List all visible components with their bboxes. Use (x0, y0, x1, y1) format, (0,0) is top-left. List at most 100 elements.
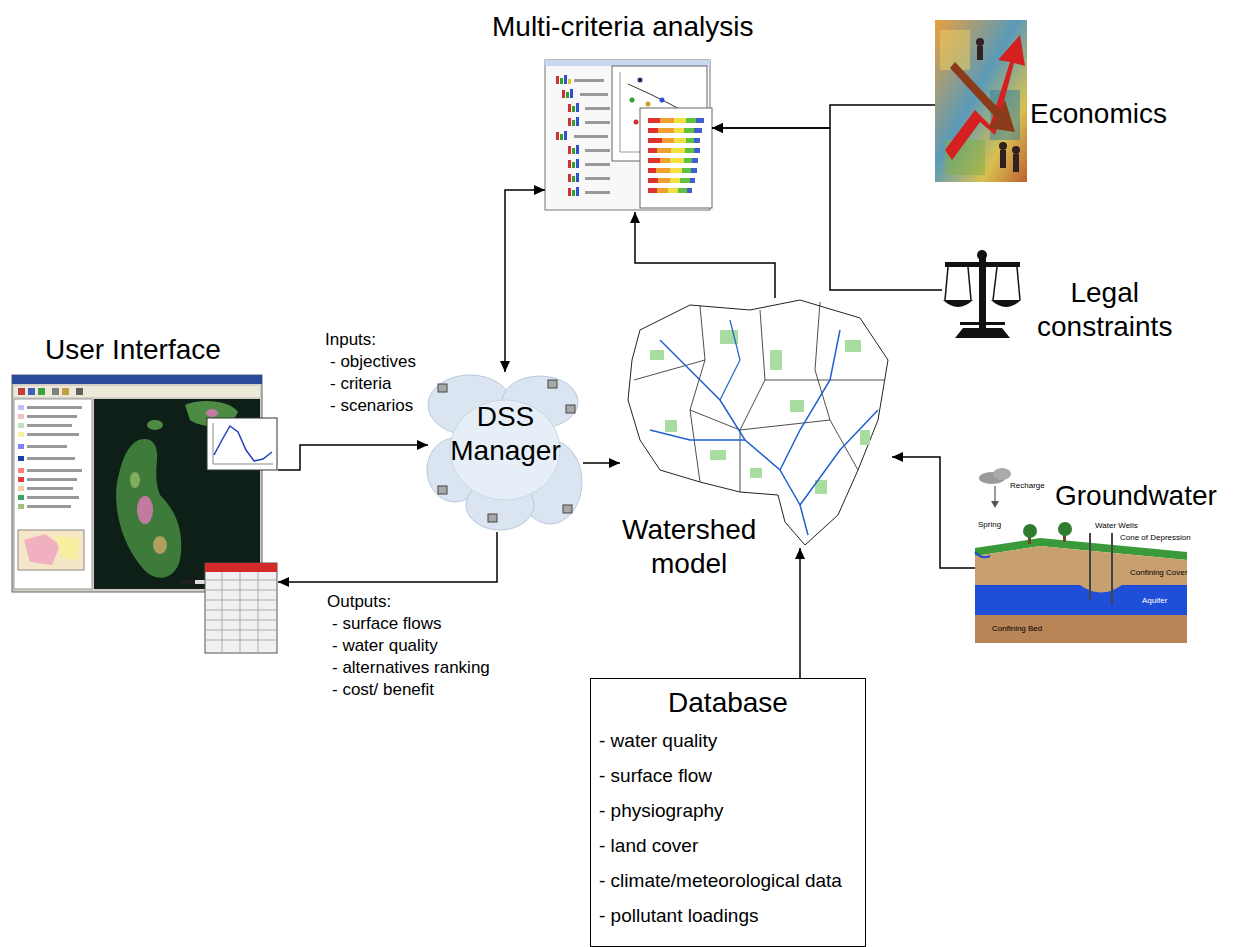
mca-screenshot (568, 146, 571, 154)
dss-cloud (450, 400, 560, 500)
groundwater-picture (1080, 585, 1122, 593)
ui-screenshot (153, 536, 167, 554)
mca-screenshot (634, 120, 639, 125)
ui-screenshot (205, 563, 277, 572)
ui-screenshot (207, 418, 277, 470)
ui-screenshot (27, 424, 72, 427)
dss-cloud (438, 384, 447, 392)
arrowhead (534, 185, 545, 195)
ui-screenshot (205, 630, 277, 631)
ui-screenshot (18, 495, 24, 500)
groundwater-picture (1058, 522, 1072, 536)
ui-screenshot (213, 423, 214, 464)
connector-line (635, 212, 775, 298)
mca-screenshot (568, 188, 571, 196)
mca-screenshot (568, 160, 571, 168)
watershed-map (780, 330, 840, 470)
arrowhead (892, 452, 903, 462)
mca-screenshot (556, 75, 610, 196)
mca-screenshot (648, 128, 658, 133)
ui-screenshot (24, 534, 60, 565)
figure-annotation: Aquifer (1142, 596, 1167, 606)
flow-annotation: - scenarios (330, 396, 413, 416)
ui-screenshot (18, 405, 24, 410)
mca-screenshot (574, 79, 604, 82)
watershed-map (790, 400, 804, 412)
ui-screenshot (180, 580, 195, 584)
figure-annotation: Cone of Depression (1120, 533, 1191, 543)
mca-screenshot (684, 158, 692, 163)
arrowhead (712, 123, 723, 133)
figure-annotation: Recharge (1010, 481, 1045, 491)
mca-screenshot (670, 158, 684, 163)
mca-screenshot (585, 121, 610, 124)
node-heading: Multi-criteria analysis (492, 10, 753, 44)
mca-screenshot (674, 138, 686, 143)
mca-screenshot (648, 118, 704, 193)
ui-screenshot (27, 496, 79, 499)
node-heading: User Interface (45, 333, 221, 367)
watershed-map (765, 380, 884, 381)
mca-screenshot (686, 138, 694, 143)
watershed-map (815, 302, 858, 470)
mca-screenshot (648, 188, 657, 193)
mca-screenshot (585, 177, 610, 180)
connector (712, 105, 935, 133)
ui-screenshot (213, 464, 273, 465)
groundwater-picture (993, 468, 1011, 480)
scales-icon (991, 300, 1021, 307)
economics-picture (976, 38, 984, 46)
mca-screenshot (545, 60, 712, 210)
ui-screenshot (27, 478, 77, 481)
mca-screenshot (572, 148, 575, 154)
list-item: - water quality (599, 723, 717, 758)
mca-screenshot (556, 132, 559, 140)
ui-screenshot (38, 388, 45, 395)
mca-screenshot (674, 128, 684, 133)
ui-screenshot (18, 414, 24, 419)
mca-screenshot (692, 158, 698, 163)
economics-picture (1012, 146, 1020, 154)
mca-screenshot (674, 118, 686, 123)
mca-screenshot (648, 118, 660, 123)
mca-screenshot (576, 117, 579, 126)
ui-screenshot (62, 388, 69, 395)
connector (712, 123, 942, 290)
ui-screenshot (14, 399, 92, 589)
mca-screenshot (576, 159, 579, 168)
watershed-map (634, 360, 705, 380)
connector-line (712, 105, 935, 128)
scales-icon (1017, 267, 1020, 300)
ui-screenshot (205, 563, 277, 653)
dss-cloud (438, 486, 447, 494)
economics-picture (945, 35, 1025, 160)
mca-screenshot (638, 78, 643, 83)
groundwater-picture (975, 585, 1187, 615)
mca-screenshot (572, 190, 575, 196)
arrowhead (630, 212, 640, 223)
mca-screenshot (568, 118, 571, 126)
ui-screenshot (12, 375, 262, 592)
mca-screenshot (670, 168, 682, 173)
mca-screenshot (585, 191, 610, 194)
mca-screenshot (620, 72, 621, 152)
mca-screenshot (572, 162, 575, 168)
mca-screenshot (562, 90, 565, 98)
ui-screenshot (18, 432, 24, 437)
connector (278, 532, 497, 587)
watershed-map (800, 410, 878, 505)
mca-screenshot (576, 103, 579, 112)
mca-screenshot (660, 158, 670, 163)
mca-screenshot (662, 138, 674, 143)
ui-screenshot (76, 388, 83, 395)
mca-screenshot (648, 148, 657, 153)
list-item: - physiography (599, 793, 724, 828)
picture-node: User Interface (12, 375, 278, 655)
economics-picture (935, 20, 1027, 182)
figure-annotation: Spring (978, 520, 1001, 530)
mca-screenshot (657, 188, 668, 193)
mca-screenshot (572, 120, 575, 126)
mca-screenshot (658, 178, 670, 183)
mca-screenshot (568, 174, 571, 182)
ui-screenshot (18, 477, 24, 482)
